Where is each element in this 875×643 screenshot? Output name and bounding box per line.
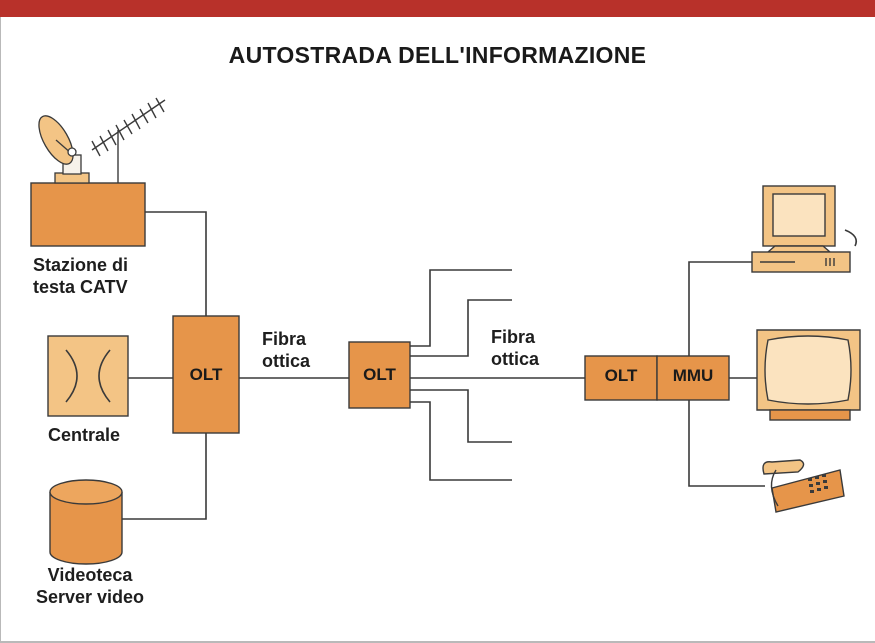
olt-left-label: OLT <box>189 365 223 384</box>
line-mmu-pc <box>688 261 752 356</box>
fibra-label-1-line1: Fibra <box>262 329 307 349</box>
fibra-ottica-label-2: Fibra ottica <box>491 326 539 370</box>
line-fan-1 <box>410 269 512 347</box>
diagram-title: AUTOSTRADA DELL'INFORMAZIONE <box>228 42 647 68</box>
satellite-dish-icon <box>38 115 90 184</box>
fibra-label-2-line1: Fibra <box>491 327 536 347</box>
catv-label-line1: Stazione di <box>33 255 129 275</box>
fibra-ottica-label-1: Fibra ottica <box>262 328 310 372</box>
videoteca-label: Videoteca Server video <box>30 564 150 608</box>
olt-right-label: OLT <box>604 366 638 385</box>
line-videoteca-olt <box>122 433 207 520</box>
telephone-icon <box>762 459 845 513</box>
olt-center-label: OLT <box>363 365 396 384</box>
mmu-label: MMU <box>672 366 714 385</box>
switch-icon <box>47 335 129 417</box>
line-fan-3 <box>410 389 512 443</box>
connection-lines <box>122 211 858 520</box>
pc-cable <box>844 229 858 247</box>
database-icon <box>49 479 123 565</box>
catv-station-box <box>30 182 146 247</box>
line-fan-2 <box>410 299 512 357</box>
mmu-box <box>656 355 730 401</box>
television-icon <box>756 329 861 421</box>
fibra-label-1-line2: ottica <box>262 351 311 371</box>
catv-label-line2: testa CATV <box>33 277 128 297</box>
catv-label: Stazione di testa CATV <box>33 254 128 298</box>
videoteca-label-line1: Videoteca <box>47 565 133 585</box>
top-bar <box>0 0 875 17</box>
line-catv-olt <box>145 211 207 316</box>
videoteca-label-line2: Server video <box>35 587 145 607</box>
antenna-icon <box>91 97 166 183</box>
fibra-label-2-line2: ottica <box>491 349 540 369</box>
line-mmu-phone <box>688 400 765 487</box>
olt-left-box <box>172 315 240 434</box>
line-fan-4 <box>410 401 512 481</box>
centrale-label: Centrale <box>48 425 121 445</box>
olt-center-box <box>348 341 411 409</box>
computer-icon <box>751 185 851 273</box>
